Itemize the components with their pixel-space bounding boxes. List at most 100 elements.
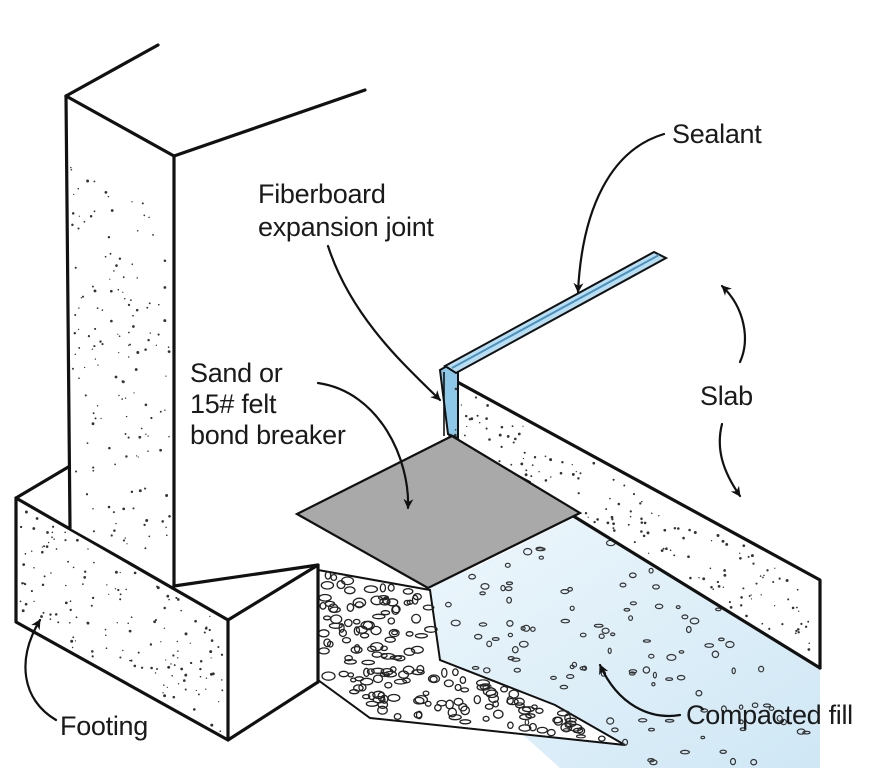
speckle <box>83 220 86 223</box>
speckle <box>646 531 650 535</box>
speckle <box>627 523 630 526</box>
speckle <box>795 629 798 633</box>
fill-pebble <box>647 758 655 763</box>
gravel-stone <box>363 585 379 594</box>
speckle <box>51 536 53 539</box>
fill-pebble <box>507 656 515 661</box>
speckle <box>126 543 128 545</box>
speckle <box>122 507 126 511</box>
speckle <box>45 545 49 548</box>
speckle <box>53 538 55 540</box>
speckle <box>127 622 129 625</box>
speckle <box>478 421 481 424</box>
speckle <box>651 512 653 514</box>
gravel-stone <box>387 693 401 702</box>
speckle <box>665 547 668 551</box>
speckle <box>761 622 764 625</box>
fill-pebble <box>500 584 506 592</box>
fill-pebble <box>445 601 452 608</box>
speckle <box>104 628 107 631</box>
speckle <box>177 683 180 685</box>
gravel-stone <box>416 664 425 674</box>
gravel-stone <box>372 690 385 700</box>
speckle <box>760 594 762 596</box>
speckle <box>745 614 748 618</box>
fill-pebble <box>720 705 727 713</box>
fill-pebble <box>506 620 514 627</box>
speckle <box>579 472 582 475</box>
speckle <box>204 627 208 630</box>
speckle <box>755 582 758 585</box>
speckle <box>485 427 488 430</box>
speckle <box>118 335 121 338</box>
speckle <box>94 327 97 330</box>
speckle <box>453 433 457 437</box>
speckle <box>176 640 179 643</box>
speckle <box>172 654 175 657</box>
speckle <box>143 523 146 527</box>
speckle <box>750 598 753 600</box>
speckle <box>740 596 743 599</box>
speckle <box>717 585 721 588</box>
slab-arrow-down <box>718 422 742 498</box>
speckle <box>35 517 39 520</box>
speckle <box>525 469 528 472</box>
speckle <box>68 621 71 624</box>
speckle <box>184 632 188 636</box>
speckle <box>688 528 691 532</box>
speckle <box>132 507 135 510</box>
speckle <box>774 567 776 569</box>
fill-pebble <box>796 728 806 735</box>
gravel-stone <box>413 696 425 705</box>
speckle <box>80 297 82 299</box>
gravel-stone <box>361 659 376 666</box>
speckle <box>173 664 176 667</box>
gravel-stone <box>427 674 441 684</box>
fill-pebble <box>511 646 519 654</box>
speckle <box>93 561 95 564</box>
speckle <box>119 593 122 596</box>
gravel-stone <box>403 647 416 656</box>
speckle <box>205 677 208 679</box>
gravel-stone <box>393 678 408 685</box>
fill-pebble <box>523 547 533 556</box>
gravel-stone <box>414 633 429 639</box>
gravel-stone <box>454 683 462 692</box>
gravel-stone <box>338 628 348 638</box>
foundation-wall <box>64 43 367 588</box>
gravel-stone <box>353 644 361 653</box>
speckle <box>133 664 137 668</box>
gravel-stone <box>324 571 332 580</box>
speckle <box>33 600 35 603</box>
speckle <box>606 521 610 525</box>
gravel-stone <box>405 631 414 637</box>
speckle <box>592 461 596 465</box>
speckle <box>605 508 608 511</box>
speckle <box>575 470 577 473</box>
fill-pebble <box>504 562 511 568</box>
speckle <box>177 657 179 659</box>
speckle <box>40 615 43 618</box>
speckle <box>468 418 472 421</box>
gravel-stone <box>452 668 459 677</box>
speckle <box>140 666 144 669</box>
expansion-joint <box>438 364 459 440</box>
speckle <box>165 534 168 537</box>
gravel-stone <box>531 704 538 710</box>
speckle <box>722 586 725 588</box>
speckle <box>71 646 74 649</box>
speckle <box>94 358 97 360</box>
speckle <box>617 502 621 506</box>
speckle <box>70 166 72 169</box>
fill-pebble <box>718 637 725 642</box>
speckle <box>72 636 75 639</box>
speckle <box>64 539 67 542</box>
speckle <box>807 620 810 623</box>
speckle <box>19 600 22 603</box>
speckle <box>716 580 720 584</box>
sand-label-line2: 15# felt <box>190 389 277 419</box>
speckle <box>124 433 127 435</box>
fill-pebble <box>729 757 737 766</box>
speckle <box>132 325 135 328</box>
speckle <box>91 655 94 658</box>
